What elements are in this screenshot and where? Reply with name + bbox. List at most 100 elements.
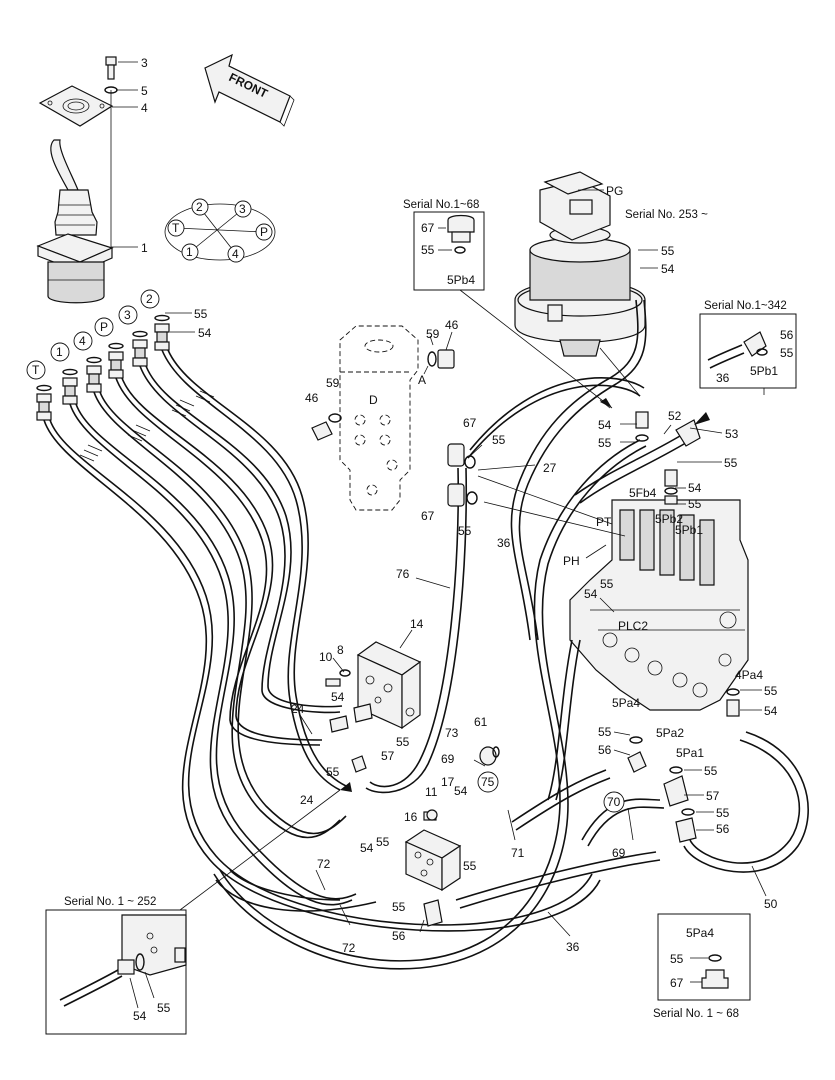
callout: 5Pa2 (656, 726, 684, 740)
callout: 55 (376, 835, 390, 849)
callout: PG (606, 184, 623, 198)
callout: 75 (481, 775, 495, 789)
callout: 36 (497, 536, 511, 550)
manifold-block-16 (404, 811, 462, 892)
callout: 46 (305, 391, 319, 405)
callout: 24 (291, 702, 305, 716)
callout: 54 (661, 262, 675, 276)
port-tags: T 1 4 P 3 2 (26, 289, 160, 380)
callout: 5Pb2 (655, 512, 683, 526)
callout: 54 (598, 418, 612, 432)
pattern-node-T: T (172, 221, 180, 235)
callout: 55 (688, 497, 702, 511)
callout: 4 (141, 101, 148, 115)
leader-lines (111, 61, 778, 937)
callout: 61 (474, 715, 488, 729)
callout: 8 (337, 643, 344, 657)
joystick-fittings (36, 314, 170, 421)
port-tag-2: 2 (146, 292, 153, 306)
callout: 55 (661, 244, 675, 258)
callout: 54 (198, 326, 212, 340)
inset-title-serial-1-252: Serial No. 1 ~ 252 (64, 896, 156, 908)
fittings-misc (329, 411, 740, 927)
callout: 54 (584, 587, 598, 601)
callout: 56 (392, 929, 406, 943)
port-pattern-diagram: 2 3 T P 1 4 (164, 198, 276, 263)
callout: 36 (566, 940, 580, 954)
callout: 55 (463, 859, 477, 873)
joystick-lever-assembly (36, 56, 118, 304)
callout: 56 (598, 743, 612, 757)
callout: 55 (704, 764, 718, 778)
inset-title-serial-1-342: Serial No.1~342 (704, 300, 787, 312)
inset-title-serial-1-68-bottom: Serial No. 1 ~ 68 (653, 1008, 739, 1020)
callout: 36 (716, 371, 730, 385)
callout: 54 (454, 784, 468, 798)
port-tag-1: 1 (56, 345, 63, 359)
callout: 5Pb1 (750, 364, 778, 378)
inset-serial-1-252 (45, 789, 341, 1035)
callout: 55 (458, 524, 472, 538)
callout: 55 (600, 577, 614, 591)
port-tag-T: T (32, 363, 40, 377)
callout: 55 (724, 456, 738, 470)
inset-serial-1-342 (699, 313, 797, 395)
callout: 69 (441, 752, 455, 766)
callout: 54 (688, 481, 702, 495)
callout: 55 (194, 307, 208, 321)
callout: 59 (326, 376, 340, 390)
callout: 56 (780, 328, 794, 342)
callout: 11 (425, 785, 438, 799)
callout: 55 (492, 433, 506, 447)
callout: 5Fb4 (629, 486, 657, 500)
callout: 55 (716, 806, 730, 820)
callout: 69 (612, 846, 626, 860)
inset-title-serial-253: Serial No. 253 ~ (625, 209, 708, 221)
callout: 24 (300, 793, 314, 807)
callout: 70 (607, 795, 621, 809)
callout: 5Pa1 (676, 746, 704, 760)
pattern-node-4: 4 (232, 247, 239, 261)
callout: 50 (764, 897, 778, 911)
inset-part-55: 55 (157, 1001, 171, 1015)
port-tag-3: 3 (124, 308, 131, 322)
callout: PT (596, 515, 612, 529)
callout: 52 (668, 409, 682, 423)
callout: 17 (441, 775, 455, 789)
callout: 27 (543, 461, 557, 475)
callout: 54 (331, 690, 345, 704)
callout: 73 (445, 726, 459, 740)
pattern-node-1: 1 (186, 245, 193, 259)
inset-serial-1-68-top (413, 211, 613, 409)
callout: 55 (598, 725, 612, 739)
callout: PH (563, 554, 580, 568)
callout: 10 (319, 650, 333, 664)
callout: 53 (725, 427, 739, 441)
inset-part-67: 67 (421, 221, 435, 235)
callout: PLC2 (618, 619, 648, 633)
manifold-block-14 (325, 641, 422, 730)
callout: 59 (426, 327, 440, 341)
callout: 5 (141, 84, 148, 98)
callout: 4Pa4 (735, 668, 763, 682)
port-tag-P: P (100, 320, 108, 334)
port-tag-4: 4 (79, 334, 86, 348)
callout: 55 (326, 765, 340, 779)
callout-labels: 3 5 4 1 55 54 59 46 A 59 46 D PG 55 54 5… (141, 56, 794, 955)
callout: 16 (404, 810, 418, 824)
callout: 46 (445, 318, 459, 332)
front-arrow: FRONT (204, 53, 295, 127)
callout: 71 (511, 846, 525, 860)
callout: 55 (396, 735, 410, 749)
inset-port-5pa4: 5Pa4 (686, 926, 714, 940)
inset-serial-1-68-bottom (657, 913, 751, 1001)
callout: 57 (706, 789, 720, 803)
inset-port-5pb4: 5Pb4 (447, 273, 475, 287)
main-control-valve (569, 499, 749, 711)
inset-part-67: 67 (670, 976, 684, 990)
callout: 5Pb1 (675, 523, 703, 537)
callout: 56 (716, 822, 730, 836)
callout: 76 (396, 567, 410, 581)
callout: A (418, 373, 426, 387)
